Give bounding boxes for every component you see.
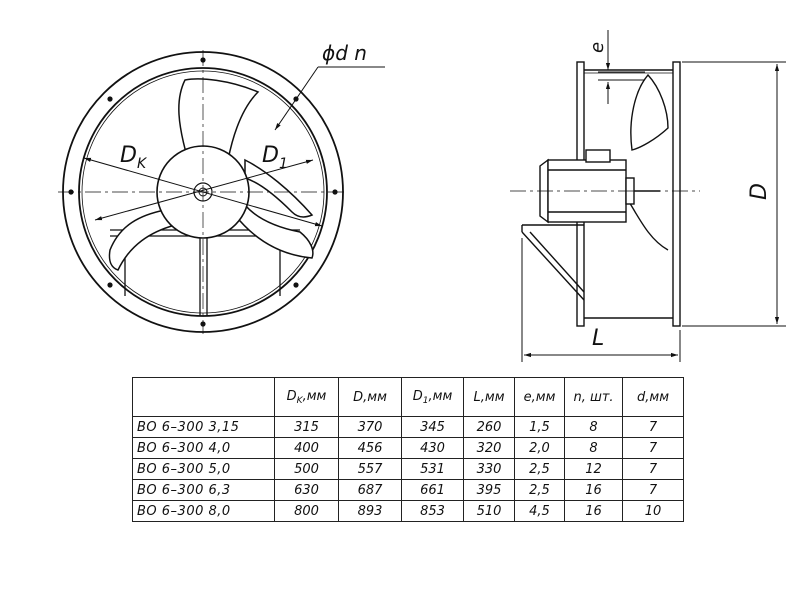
bolt-holes [68, 57, 338, 327]
cell-e: 1,5 [514, 416, 565, 438]
blade-top [178, 78, 260, 161]
cell-l: 330 [463, 458, 515, 480]
cell-model: ВО 6–300 6,3 [132, 479, 275, 501]
bolt-hole [107, 282, 113, 288]
header-d: D,мм [338, 377, 402, 417]
cell-e: 4,5 [514, 500, 565, 522]
table-header-row: DK,мм D,мм D1,мм L,мм e,мм n, шт. d,мм [132, 377, 684, 417]
header-model [132, 377, 275, 417]
table-row: ВО 6–300 3,15 315 370 345 260 1,5 8 7 [132, 416, 684, 438]
header-dk: DK,мм [274, 377, 339, 417]
side-view: D L e [510, 30, 786, 362]
cell-n: 8 [564, 437, 623, 459]
cell-d-hole: 10 [622, 500, 684, 522]
cell-dk: 500 [274, 458, 339, 480]
cell-d1: 430 [401, 437, 464, 459]
cell-d: 687 [338, 479, 402, 501]
cell-model: ВО 6–300 8,0 [132, 500, 275, 522]
spec-table: DK,мм D,мм D1,мм L,мм e,мм n, шт. d,мм В… [132, 377, 684, 522]
cell-d-hole: 7 [622, 458, 684, 480]
cell-l: 260 [463, 416, 515, 438]
cell-model: ВО 6–300 3,15 [132, 416, 275, 438]
cell-dk: 800 [274, 500, 339, 522]
header-l: L,мм [463, 377, 515, 417]
cell-dk: 315 [274, 416, 339, 438]
cell-d-hole: 7 [622, 437, 684, 459]
bolt-hole [107, 96, 113, 102]
cell-e: 2,5 [514, 479, 565, 501]
e-dimension [598, 30, 645, 104]
rear-flange [672, 61, 681, 327]
cell-dk: 630 [274, 479, 339, 501]
cell-d: 370 [338, 416, 402, 438]
cell-model: ВО 6–300 5,0 [132, 458, 275, 480]
cell-d1: 661 [401, 479, 464, 501]
cell-e: 2,0 [514, 437, 565, 459]
cell-d1: 853 [401, 500, 464, 522]
cell-n: 16 [564, 479, 623, 501]
table-row: ВО 6–300 8,0 800 893 853 510 4,5 16 10 [132, 500, 684, 522]
header-n: n, шт. [564, 377, 623, 417]
cell-d1: 345 [401, 416, 464, 438]
header-e: e,мм [514, 377, 565, 417]
d-dimension [682, 61, 786, 327]
motor [539, 149, 660, 224]
d1-label: D1 [262, 143, 288, 172]
dk-label: DK [120, 143, 148, 172]
header-d-hole: d,мм [622, 377, 684, 417]
cell-d: 893 [338, 500, 402, 522]
cell-l: 395 [463, 479, 515, 501]
hole-leader [274, 66, 319, 131]
dimension-lines [83, 66, 385, 227]
cell-n: 16 [564, 500, 623, 522]
blade-profile [630, 73, 669, 151]
cell-l: 320 [463, 437, 515, 459]
header-d1: D1,мм [401, 377, 464, 417]
cell-dk: 400 [274, 437, 339, 459]
cell-d: 456 [338, 437, 402, 459]
table-row: ВО 6–300 4,0 400 456 430 320 2,0 8 7 [132, 437, 684, 459]
cell-model: ВО 6–300 4,0 [132, 437, 275, 459]
table-row: ВО 6–300 5,0 500 557 531 330 2,5 12 7 [132, 458, 684, 480]
cell-d-hole: 7 [622, 479, 684, 501]
cell-d1: 531 [401, 458, 464, 480]
cell-n: 8 [564, 416, 623, 438]
cell-l: 510 [463, 500, 515, 522]
cell-n: 12 [564, 458, 623, 480]
cell-d-hole: 7 [622, 416, 684, 438]
motor-bracket [521, 224, 585, 301]
d-side-label: D [747, 183, 772, 200]
e-side-label: e [587, 42, 608, 53]
d1-dimension-line [94, 159, 314, 221]
bolt-hole [293, 282, 299, 288]
l-dimension [521, 238, 681, 362]
cell-d: 557 [338, 458, 402, 480]
hole-label: ϕd n [322, 41, 367, 65]
l-side-label: L [592, 326, 604, 351]
front-view: DK D1 ϕd n [58, 41, 385, 334]
table-row: ВО 6–300 6,3 630 687 661 395 2,5 16 7 [132, 479, 684, 501]
cell-e: 2,5 [514, 458, 565, 480]
